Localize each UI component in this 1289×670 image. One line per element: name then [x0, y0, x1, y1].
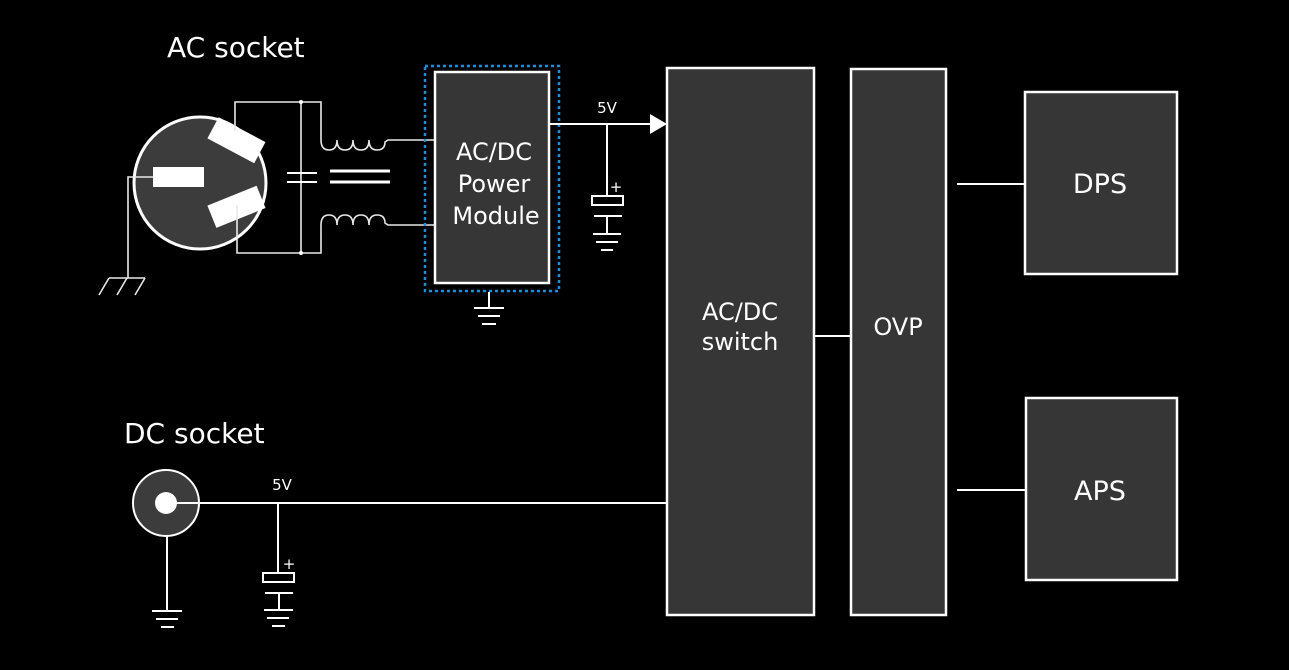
acdc-switch-block[interactable]: AC/DC switch: [665, 66, 816, 617]
ac-socket-label: AC socket: [167, 31, 305, 64]
power-module-label-line2: Power: [458, 170, 531, 198]
dc-socket-label: DC socket: [124, 417, 265, 450]
aps-label: APS: [1074, 476, 1126, 507]
arrow-right-icon: [650, 114, 667, 134]
power-module-label-line3: Module: [452, 202, 539, 230]
dc-rail-voltage-label: 5V: [272, 476, 293, 494]
ground-icon: [474, 292, 504, 325]
emi-filter: [234, 100, 435, 255]
acdc-switch-label-line2: switch: [702, 328, 779, 356]
dc-rail-capacitor-icon: +: [262, 555, 296, 627]
power-module-block[interactable]: AC/DC Power Module: [433, 70, 551, 285]
ovp-block[interactable]: OVP: [849, 67, 948, 617]
dc-capacitor-plus-label: +: [283, 555, 296, 573]
dc-ground-icon: [152, 536, 182, 628]
dc-5v-rail: 5V: [172, 476, 667, 573]
ac-socket-icon: [132, 115, 268, 251]
capacitor-plus-label: +: [610, 178, 623, 196]
power-module-highlight: [423, 64, 561, 293]
inductor-lower-icon: [320, 214, 435, 226]
power-module-label-line1: AC/DC: [456, 138, 532, 166]
dps-label: DPS: [1073, 169, 1127, 200]
ovp-label: OVP: [873, 313, 922, 341]
ac-rail-capacitor-icon: +: [591, 178, 624, 251]
dps-block[interactable]: DPS: [1023, 90, 1179, 276]
inductor-upper-icon: [320, 139, 435, 151]
chassis-ground-icon: [98, 176, 153, 296]
ac-rail-voltage-label: 5V: [597, 99, 618, 117]
ac-5v-rail: 5V: [549, 99, 667, 196]
x-capacitor-icon: [287, 172, 317, 183]
aps-block[interactable]: APS: [1024, 396, 1179, 582]
choke-core-icon: [330, 169, 390, 184]
acdc-switch-label-line1: AC/DC: [702, 298, 778, 326]
